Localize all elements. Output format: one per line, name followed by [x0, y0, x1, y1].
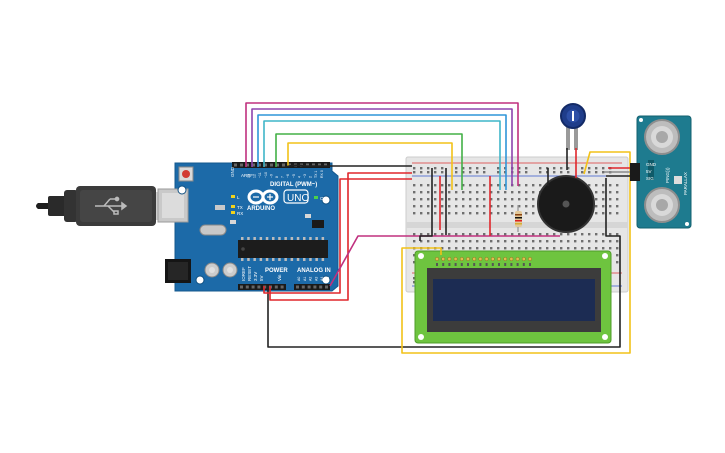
wires [245, 102, 632, 354]
digital-label: DIGITAL (PWM~) [270, 182, 317, 188]
digital-header[interactable] [232, 162, 330, 168]
wire-black-power[interactable] [267, 178, 621, 348]
wire-magenta-bottom[interactable] [329, 235, 560, 287]
lcd-pin-header [435, 257, 532, 266]
ioref-label: IOREF [241, 267, 246, 281]
usb-cable [36, 186, 178, 226]
sensor-pin-5v: 5V [646, 169, 652, 174]
digital-pin-label: TX 1 [314, 171, 318, 178]
digital-pin-label: ~6 [286, 174, 290, 178]
wire-red-power-2[interactable] [263, 178, 412, 294]
analog-pin-label: A5 [326, 277, 330, 281]
brand-label: ARDUINO [247, 206, 275, 212]
lcd-display[interactable] [414, 250, 612, 344]
usb-icon [95, 196, 128, 215]
icsp-header [312, 220, 324, 228]
analog-label: ANALOG IN [297, 268, 331, 274]
digital-pin-label: 2 [309, 176, 313, 178]
digital-pin-label: ~10 [264, 172, 268, 178]
5v-label: 5V [259, 275, 264, 281]
wire-black-bb[interactable] [419, 168, 433, 241]
on-led-label: ON [320, 196, 327, 201]
piezo-buzzer[interactable] [537, 175, 595, 233]
digital-pin-label: 7 [281, 176, 285, 178]
ultrasonic-sensor[interactable]: GND 5V SIG PING))) PARALLAX [630, 115, 692, 229]
digital-pin-label: 12 [253, 174, 257, 178]
gnd-label: GND [230, 166, 235, 177]
sensor-side-label: PARALLAX [683, 172, 688, 195]
wire-red-power[interactable] [269, 172, 412, 301]
3v3-label: 3.3V [253, 272, 258, 281]
analog-pin-label: A4 [320, 277, 324, 281]
analog-header[interactable] [294, 284, 330, 290]
vin-label: Vin [277, 274, 282, 281]
wire-magenta-top[interactable] [245, 102, 519, 186]
sensor-pin-gnd: GND [646, 162, 657, 167]
wire-purple[interactable] [251, 108, 513, 186]
digital-pin-label: ~3 [303, 174, 307, 178]
lcd-screen [433, 279, 595, 321]
crystal [199, 224, 227, 236]
analog-pin-label: A1 [303, 277, 307, 281]
analog-pin-label: A2 [309, 277, 313, 281]
reset-pin-label: RESET [247, 266, 252, 281]
digital-pin-label: 4 [297, 176, 301, 178]
digital-pin-label: 8 [275, 176, 279, 178]
tx-label: TX [237, 205, 243, 210]
digital-pin-label: ~5 [292, 174, 296, 178]
wire-cyan[interactable] [263, 120, 501, 190]
capacitors [204, 262, 238, 278]
model-label: UNO [287, 193, 309, 204]
sensor-model: PING))) [665, 167, 670, 183]
digital-pin-label: 13 [247, 174, 251, 178]
digital-pin-label: RX 0 [320, 170, 324, 178]
aref-label: AREF [241, 173, 253, 178]
atmega-chip [238, 237, 328, 261]
l-led-label: L [237, 195, 240, 200]
wire-green[interactable] [275, 133, 463, 190]
wire-yellow-sensor[interactable] [401, 151, 631, 354]
wire-black-gnd[interactable] [284, 164, 412, 168]
rx-label: RX [237, 211, 243, 216]
power-label: POWER [265, 268, 288, 274]
resistor[interactable] [515, 205, 522, 232]
analog-pin-label: A0 [297, 277, 301, 281]
wire-blue[interactable] [257, 114, 507, 190]
reset-button[interactable] [178, 166, 194, 182]
arduino-logo [247, 189, 279, 205]
potentiometer[interactable] [560, 103, 586, 150]
wire-yellow[interactable] [287, 142, 453, 190]
sensor-pin-sig: SIG [646, 176, 654, 181]
analog-pin-label: A3 [314, 277, 318, 281]
digital-pin-label: ~9 [269, 174, 273, 178]
power-header[interactable] [238, 284, 286, 290]
digital-pin-label: ~11 [258, 172, 262, 178]
